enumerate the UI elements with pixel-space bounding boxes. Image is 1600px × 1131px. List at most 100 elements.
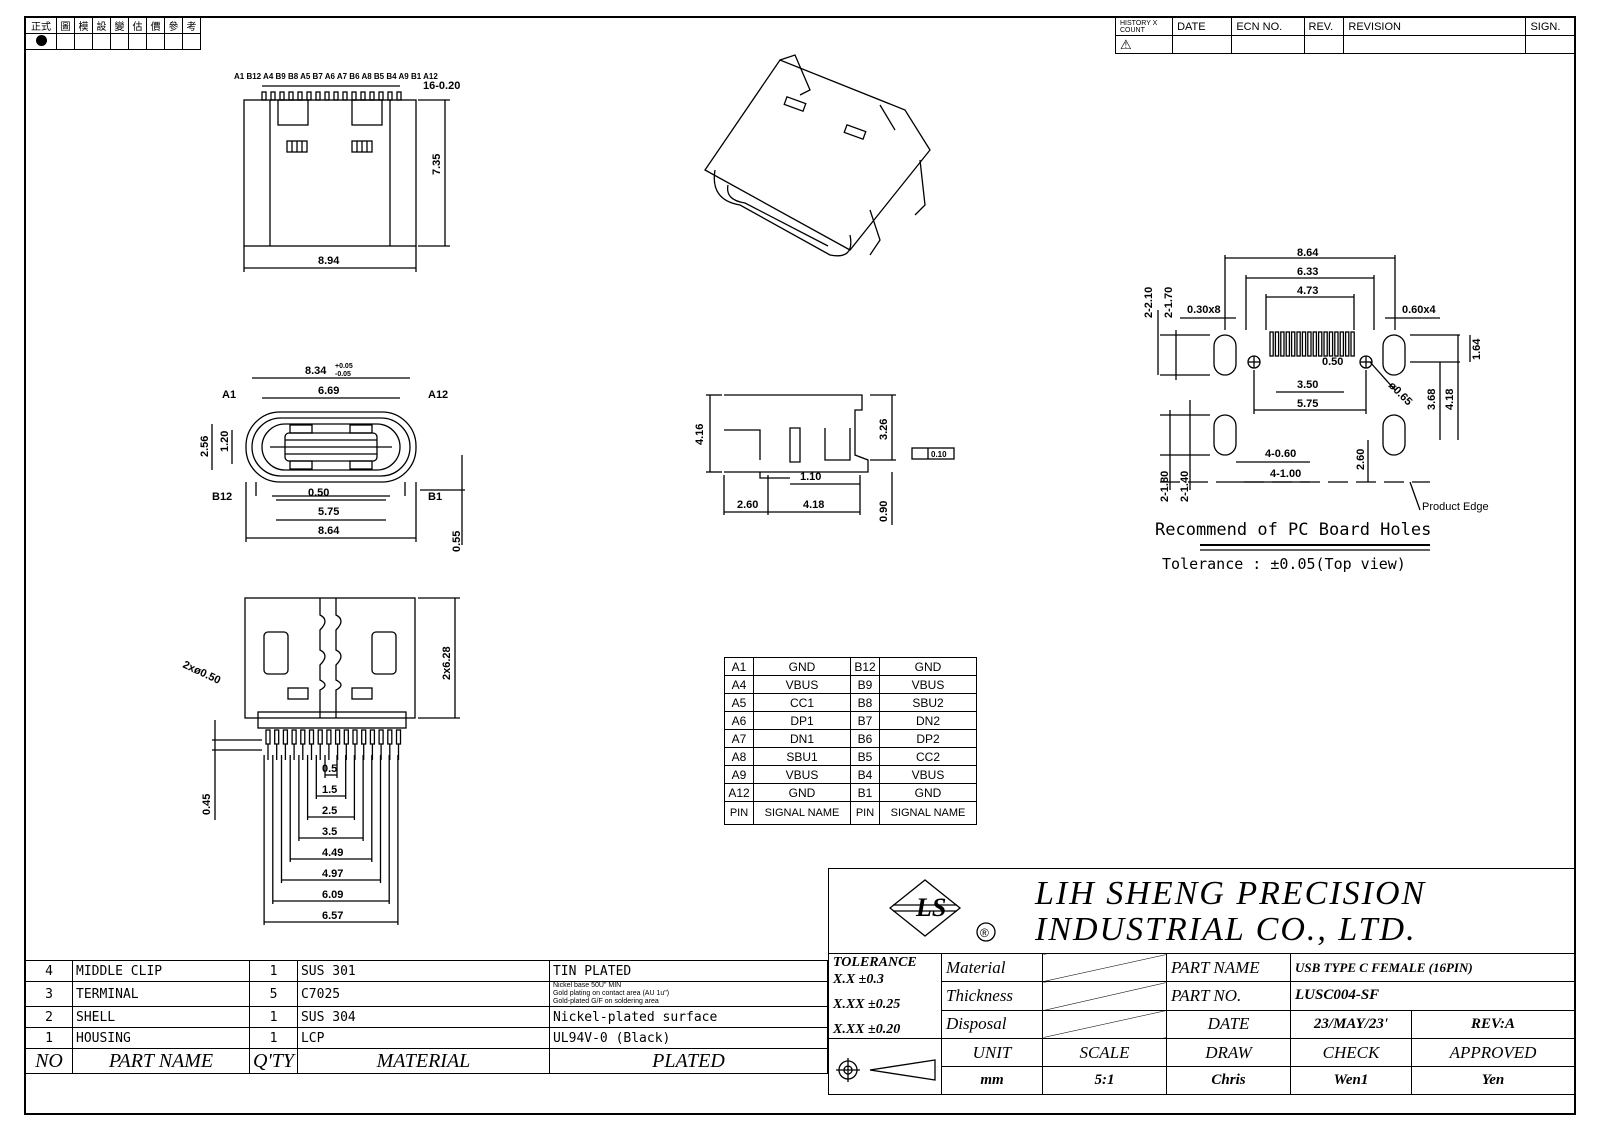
end-label-b12: B12 xyxy=(212,491,232,503)
bottom-pin xyxy=(369,729,376,745)
front-pin xyxy=(297,91,303,101)
parts-plated: UL94V-0 (Black) xyxy=(548,1027,829,1049)
disposal-value xyxy=(1042,1009,1167,1040)
parts-name: SHELL xyxy=(72,1006,250,1028)
side-mid-dim: 1.10 xyxy=(800,471,821,483)
bottom-pin xyxy=(387,729,393,745)
pcb-left-b: 2-1.70 xyxy=(1163,287,1175,318)
bottom-pin xyxy=(291,729,297,745)
check-label: CHECK xyxy=(1290,1038,1412,1067)
front-width-dim: 8.94 xyxy=(318,255,340,267)
pin-id: B7 xyxy=(850,711,880,730)
pcb-pad xyxy=(1339,331,1345,357)
tolerance-label: TOLERANCE xyxy=(833,955,917,970)
end-top-dim: 8.34 xyxy=(305,365,327,377)
stamp-mark xyxy=(25,33,57,50)
isometric-view xyxy=(704,54,931,257)
parts-plated: Nickel base 50U" MIN Gold plating on con… xyxy=(548,981,829,1007)
material-value xyxy=(1042,952,1167,983)
parts-qty: 1 xyxy=(249,960,298,982)
pcb-dim-2: 6.33 xyxy=(1297,266,1318,278)
front-pin xyxy=(387,91,393,101)
pcb-r-a: 1.64 xyxy=(1471,338,1483,360)
parts-name: HOUSING xyxy=(72,1027,250,1049)
pin-id: B12 xyxy=(850,657,880,676)
signal-name: GND xyxy=(879,783,977,802)
front-pin xyxy=(378,91,384,101)
company-name-line1: LIH SHENG PRECISION xyxy=(1034,875,1427,912)
pcb-pad xyxy=(1317,331,1323,357)
signal-name: DP2 xyxy=(879,729,977,748)
bottom-pin xyxy=(274,729,280,745)
signal-name: CC2 xyxy=(879,747,977,766)
signal-name: VBUS xyxy=(879,765,977,784)
signal-name: GND xyxy=(753,783,851,802)
parts-header-no: NO xyxy=(25,1048,73,1074)
signal-header: SIGNAL NAME xyxy=(753,801,851,825)
pcb-low-a: 4-0.60 xyxy=(1265,448,1296,460)
front-view xyxy=(243,85,450,272)
bottom-pin xyxy=(352,729,358,745)
parts-header-plated: PLATED xyxy=(548,1048,829,1074)
company-name-line2: INDUSTRIAL CO., LTD. xyxy=(1034,911,1417,948)
signal-name: VBUS xyxy=(753,675,851,694)
projection-cell xyxy=(828,1038,942,1095)
pcb-drill: ø0.65 xyxy=(1386,380,1414,408)
front-pin xyxy=(261,91,267,101)
pcb-pad xyxy=(1312,331,1318,357)
part-no-label: PART NO. xyxy=(1166,981,1291,1011)
parts-name: TERMINAL xyxy=(72,981,250,1007)
bottom-lead-dim: 0.45 xyxy=(201,794,213,815)
pcb-pad xyxy=(1328,331,1334,357)
side-left-dim: 2.60 xyxy=(737,499,758,511)
pin-id: A8 xyxy=(724,747,754,766)
pcb-pitch: 0.50 xyxy=(1322,356,1343,368)
pcb-pad xyxy=(1334,331,1339,357)
side-view xyxy=(706,394,955,525)
front-pin xyxy=(342,91,348,101)
side-top-dim: 3.26 xyxy=(878,419,890,440)
pcb-slot-right: 0.60x4 xyxy=(1402,304,1437,316)
bottom-side-dim: 2x6.28 xyxy=(441,646,453,680)
ladder-dim-label: 4.49 xyxy=(322,847,343,859)
bottom-pin xyxy=(308,729,315,745)
tolerance-cell: TOLERANCE X.X ±0.3 X.XX ±0.25 X.XX ±0.20 xyxy=(828,953,942,1039)
pcb-pad xyxy=(1301,331,1307,357)
parts-header-qty: Q'TY xyxy=(249,1048,298,1074)
signal-header: SIGNAL NAME xyxy=(879,801,977,825)
part-name-label: PART NAME xyxy=(1166,952,1291,983)
parts-header-material: MATERIAL xyxy=(296,1048,550,1074)
pcb-pad xyxy=(1344,331,1350,357)
pin-id: B4 xyxy=(850,765,880,784)
disposal-label: Disposal xyxy=(941,1009,1043,1040)
pcb-layout xyxy=(1157,255,1471,551)
signal-name: DP1 xyxy=(753,711,851,730)
pcb-pad xyxy=(1269,331,1274,357)
pin-header: PIN xyxy=(850,801,880,825)
end-left-dim-a: 2.56 xyxy=(199,436,211,457)
pin-id: B6 xyxy=(850,729,880,748)
signal-name: CC1 xyxy=(753,693,851,712)
pin-id: B8 xyxy=(850,693,880,712)
parts-material: SUS 304 xyxy=(296,1006,550,1028)
unit-label: UNIT xyxy=(941,1038,1043,1067)
end-top-tol-minus: -0.05 xyxy=(335,371,351,378)
front-pin xyxy=(288,91,294,101)
pcb-edge-label: Product Edge xyxy=(1422,501,1489,513)
parts-material: LCP xyxy=(296,1027,550,1049)
bottom-pin xyxy=(282,729,289,745)
company-logo-icon xyxy=(888,879,996,942)
front-pin-labels: A1 B12 A4 B9 B8 A5 B7 A6 A7 B6 A8 B5 B4 … xyxy=(234,72,438,81)
scale-value: 5:1 xyxy=(1042,1066,1167,1095)
signal-name: DN2 xyxy=(879,711,977,730)
pin-id: B1 xyxy=(850,783,880,802)
end-inner-dim: 6.69 xyxy=(318,385,339,397)
pin-id: A12 xyxy=(724,783,754,802)
pcb-pad xyxy=(1307,331,1312,357)
pin-id: A1 xyxy=(724,657,754,676)
bottom-view xyxy=(212,597,460,925)
